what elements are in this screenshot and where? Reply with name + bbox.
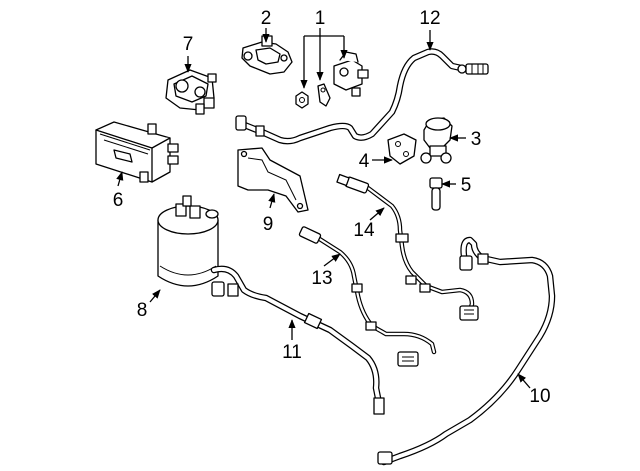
- callout-6: 6: [113, 190, 124, 211]
- mounting-stud: [317, 83, 331, 107]
- callout-numbers: 1 2 3 4 5 6 7 8 9 10 11 12 13 14: [113, 8, 551, 407]
- mounting-nut: [295, 91, 309, 109]
- heat-shield-bracket: [237, 147, 309, 213]
- return-tube: [377, 236, 556, 466]
- vacuum-regulator: [165, 69, 217, 115]
- fuel-vapor-canister: [157, 195, 219, 287]
- callout-10: 10: [529, 386, 550, 407]
- callout-13: 13: [311, 268, 332, 289]
- egr-sensor: [429, 177, 443, 211]
- egr-tube-upper: [235, 48, 489, 145]
- vacuum-solenoid-valve: [333, 51, 369, 97]
- vacuum-solenoid-bracket: [241, 35, 293, 75]
- egr-gasket: [387, 133, 417, 165]
- egr-tube-lower: [210, 265, 385, 415]
- callout-4: 4: [359, 151, 370, 172]
- oxygen-sensor-upstream: [336, 173, 479, 321]
- callout-3: 3: [471, 129, 482, 150]
- callout-1: 1: [315, 8, 326, 29]
- callout-8: 8: [137, 300, 148, 321]
- callout-11: 11: [282, 342, 302, 363]
- callout-14: 14: [353, 220, 375, 241]
- oxygen-sensor-downstream: [298, 226, 437, 367]
- callout-9: 9: [263, 214, 274, 235]
- callout-leaders: [116, 28, 531, 389]
- egr-valve: [420, 117, 453, 164]
- callout-2: 2: [261, 8, 272, 29]
- callout-12: 12: [419, 8, 440, 29]
- callout-5: 5: [461, 175, 472, 196]
- callout-7: 7: [183, 34, 194, 55]
- charcoal-canister: [95, 121, 179, 183]
